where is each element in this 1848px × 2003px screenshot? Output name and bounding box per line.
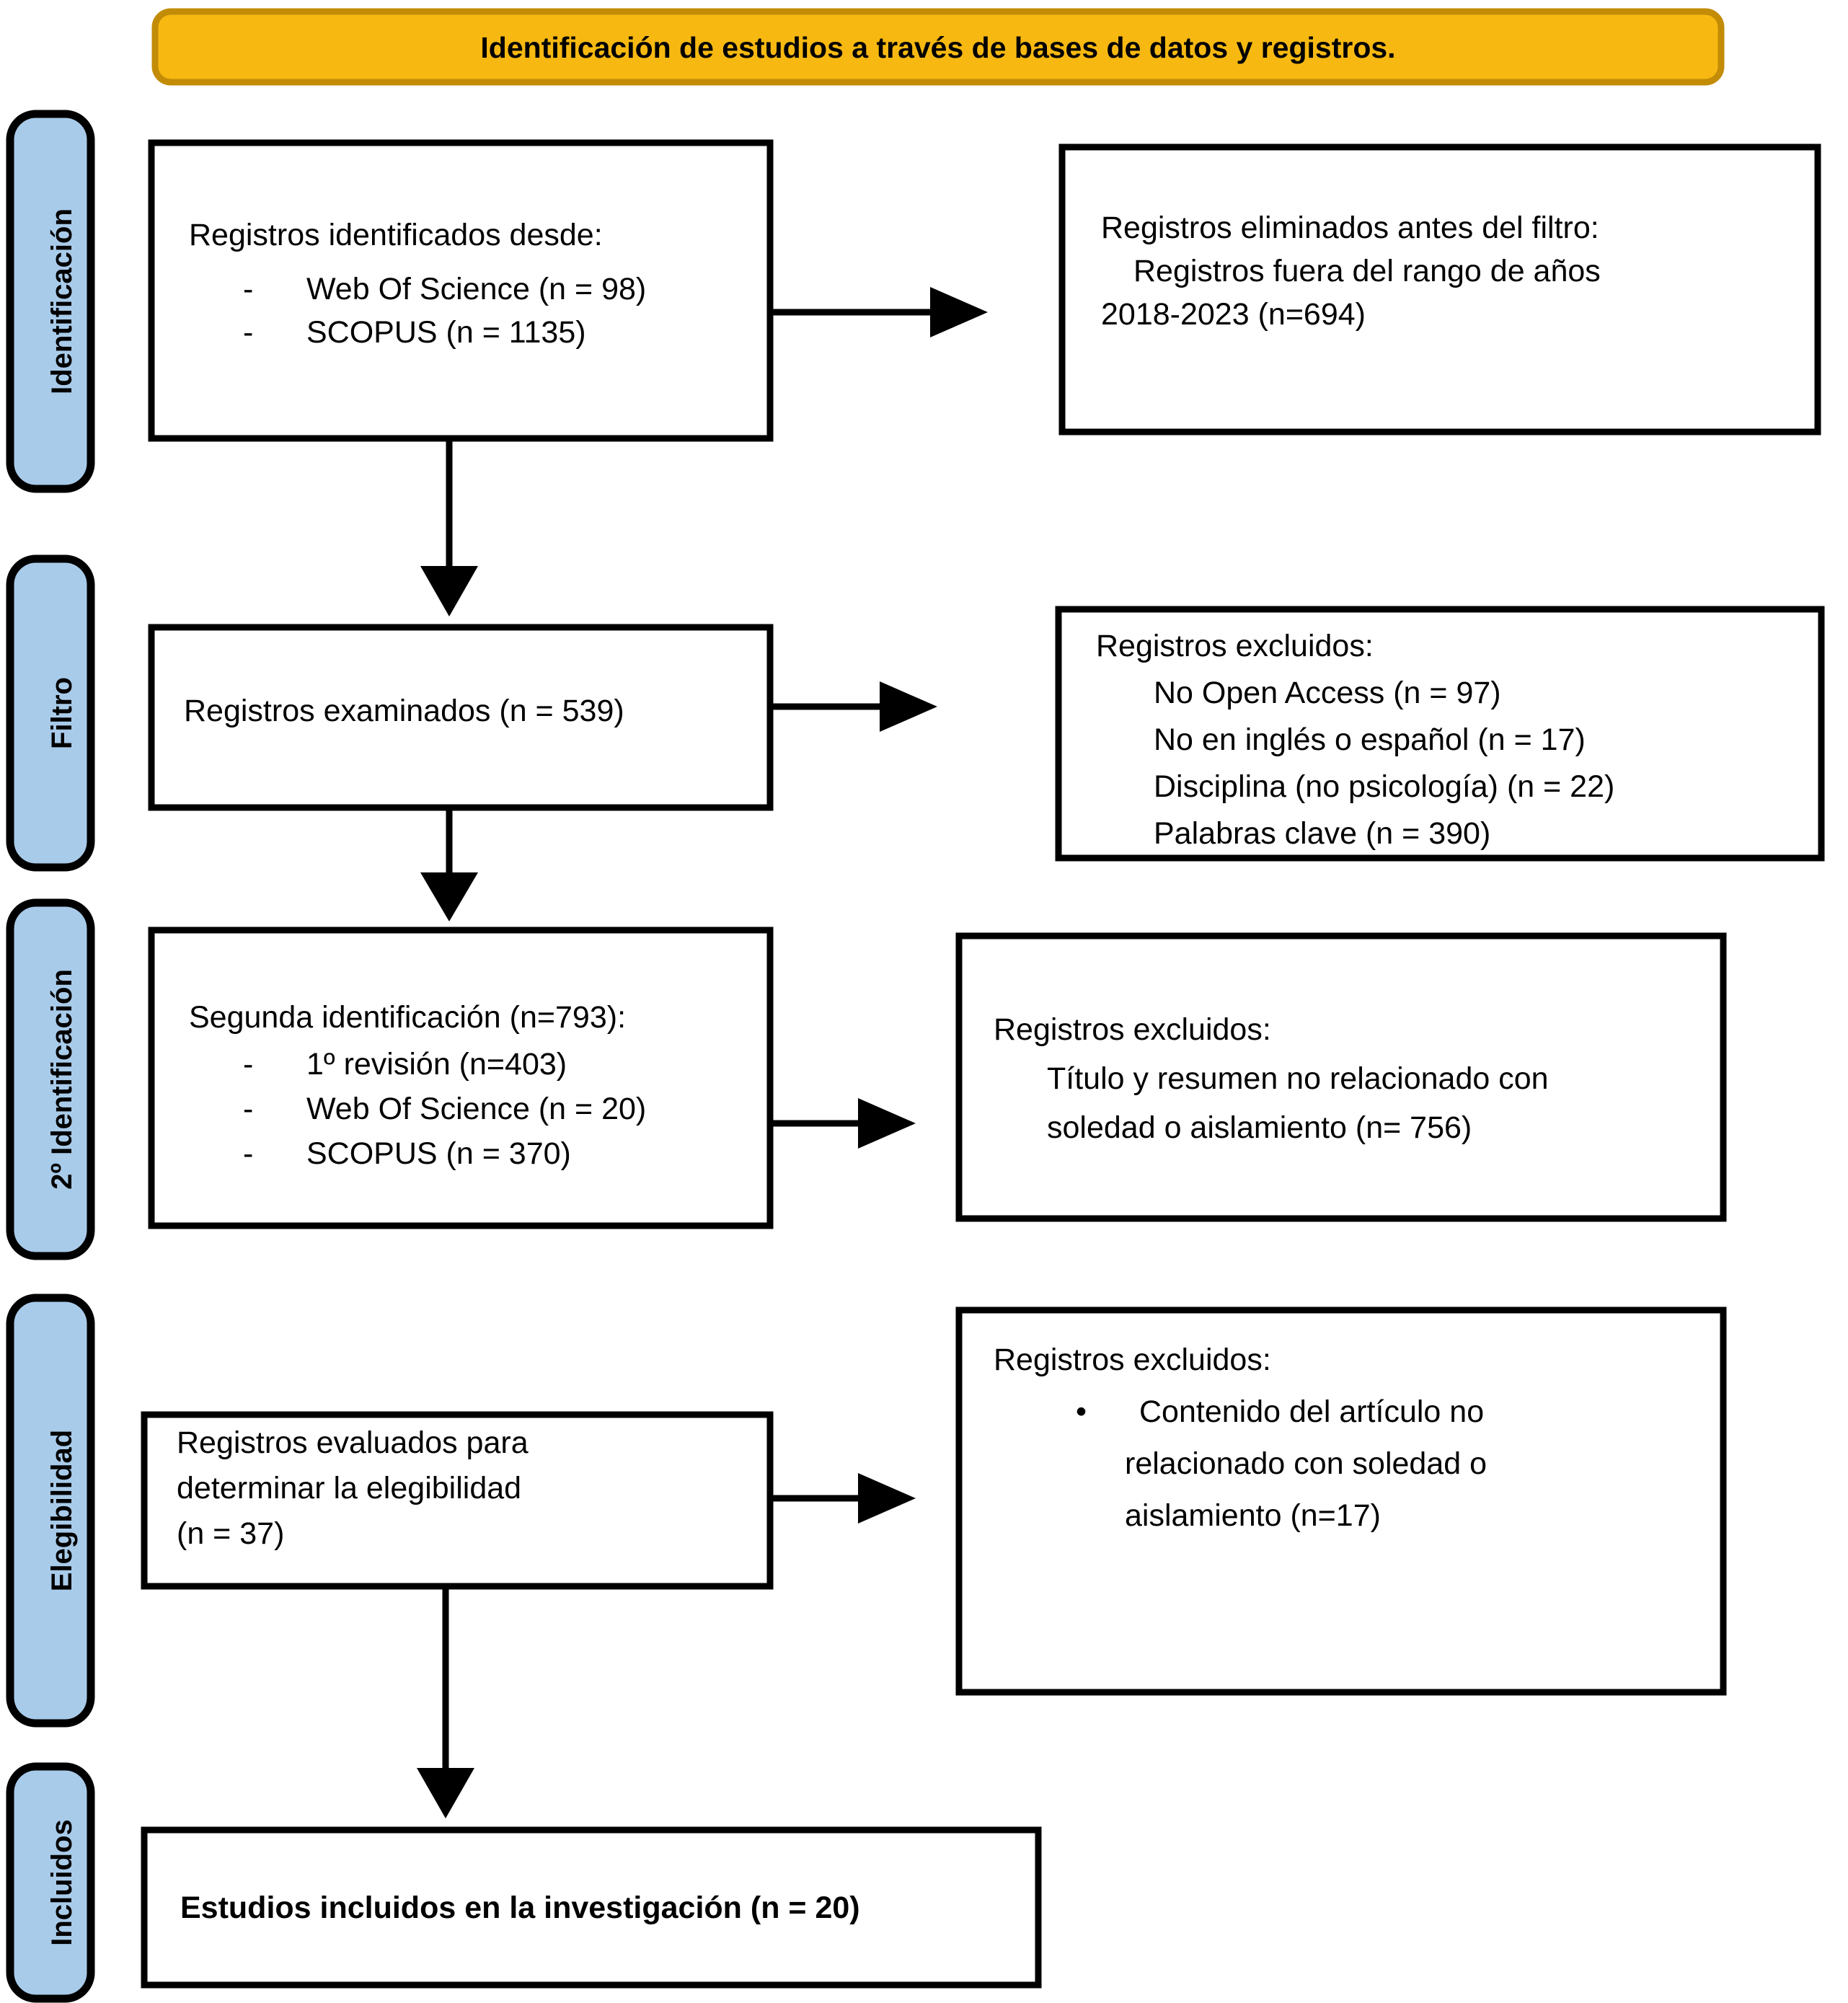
line: 2018-2023 (n=694) [1101, 297, 1366, 332]
line: Web Of Science (n = 98) [306, 272, 646, 306]
header-banner [151, 8, 1725, 86]
box-excluded-screening [1055, 606, 1825, 862]
box-text-excluded-title-abstract: Registros excluidos: Título y resumen no… [994, 1012, 1549, 1145]
box-included-studies [141, 1826, 1042, 1989]
stage-chip-elegibilidad [6, 1294, 95, 1728]
line: Registros excluidos: [994, 1012, 1271, 1047]
box-excluded-title-abstract [955, 932, 1727, 1222]
line: Registros identificados desde: [189, 218, 603, 252]
stage-chip-filtro [6, 554, 95, 872]
line: Registros eliminados antes del filtro: [1101, 211, 1599, 245]
list-marker: - [243, 315, 253, 350]
box-screened-records [148, 624, 774, 811]
box-text-included-studies: Estudios incluidos en la investigación (… [180, 1891, 860, 1925]
box-text-removed-before-filter: Registros eliminados antes del filtro: R… [1101, 211, 1601, 332]
line: relacionado con soledad o [1125, 1446, 1487, 1481]
line: determinar la elegibilidad [177, 1471, 521, 1505]
box-second-identification [148, 927, 774, 1229]
stage-label-filtro: Filtro [46, 677, 78, 749]
stage-label-elegibilidad: Elegibilidad [46, 1430, 78, 1591]
box-text-excluded-content: Registros excluidos: • Contenido del art… [994, 1343, 1487, 1533]
line: Registros evaluados para [177, 1425, 529, 1460]
line: Registros excluidos: [1096, 629, 1374, 663]
stage-label-segunda-identificacion: 2º Identificación [46, 969, 78, 1190]
connector-screened-to-second-identification [420, 808, 478, 921]
line: SCOPUS (n = 1135) [306, 315, 586, 350]
box-text-excluded-screening: Registros excluidos: No Open Access (n =… [1096, 629, 1614, 851]
line: Registros examinados (n = 539) [184, 694, 624, 728]
stage-chip-incluidos [6, 1762, 95, 2003]
box-text-identified-records: Registros identificados desde: - Web Of … [189, 218, 646, 350]
list-marker: - [243, 1047, 253, 1082]
stage-label-incluidos: Incluidos [46, 1819, 78, 1946]
line: aislamiento (n=17) [1125, 1498, 1381, 1533]
list-marker: - [243, 1136, 253, 1171]
line: (n = 37) [177, 1516, 284, 1551]
line: Palabras clave (n = 390) [1154, 816, 1490, 851]
line: Segunda identificación (n=793): [189, 1000, 626, 1035]
box-text-eligibility-assessed: Registros evaluados para determinar la e… [177, 1425, 529, 1551]
page-title: Identificación de estudios a través de b… [480, 31, 1395, 64]
line: No en inglés o español (n = 17) [1154, 722, 1586, 757]
line: Contenido del artículo no [1139, 1394, 1484, 1429]
line: Disciplina (no psicología) (n = 22) [1154, 769, 1614, 804]
line: Web Of Science (n = 20) [306, 1092, 646, 1126]
connector-second-identification-to-excluded [770, 1098, 916, 1149]
connector-eligibility-to-excluded [770, 1473, 916, 1524]
list-marker: - [243, 1092, 253, 1126]
connector-identified-to-screened [420, 438, 478, 616]
line: Estudios incluidos en la investigación (… [180, 1891, 860, 1925]
line: Registros fuera del rango de años [1133, 254, 1601, 288]
box-text-screened-records: Registros examinados (n = 539) [184, 694, 624, 728]
list-marker: • [1076, 1394, 1087, 1429]
connector-screened-to-excluded [770, 681, 937, 732]
box-excluded-content [955, 1306, 1727, 1696]
list-marker: - [243, 272, 253, 306]
box-identified-records [148, 139, 774, 442]
line: No Open Access (n = 97) [1154, 676, 1501, 710]
connector-identified-to-removed [770, 287, 988, 337]
stage-chip-identificacion [6, 110, 95, 493]
stage-chip-segunda-identificacion [6, 898, 95, 1260]
box-text-second-identification: Segunda identificación (n=793): - 1º rev… [189, 1000, 646, 1171]
line: soledad o aislamiento (n= 756) [1047, 1110, 1472, 1145]
box-removed-before-filter [1058, 143, 1821, 435]
line: 1º revisión (n=403) [306, 1047, 567, 1082]
line: SCOPUS (n = 370) [306, 1136, 571, 1171]
line: Registros excluidos: [994, 1343, 1271, 1377]
stage-label-identificacion: Identificación [46, 208, 78, 394]
line: Título y resumen no relacionado con [1047, 1061, 1549, 1096]
connector-eligibility-to-included [417, 1586, 474, 1818]
